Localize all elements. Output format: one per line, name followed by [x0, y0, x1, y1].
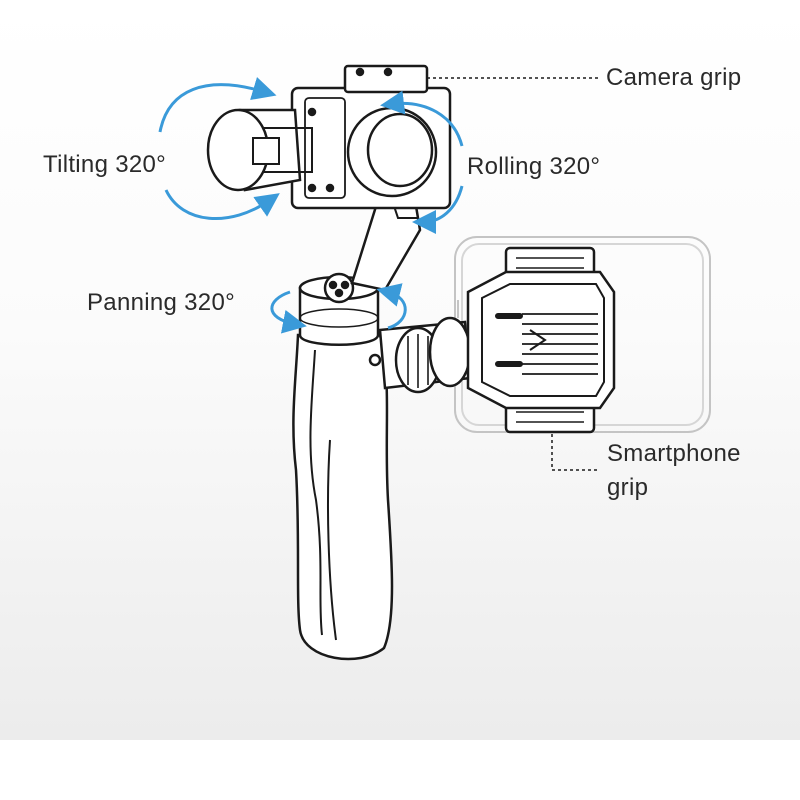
- smartphone-grip-leader: [551, 434, 598, 471]
- smartphone-grip-label-line2: grip: [607, 474, 649, 501]
- roll-arrow-upper-icon: [380, 90, 464, 147]
- pan-arrow-left-icon: [270, 290, 307, 334]
- panning-label: Panning 320°: [87, 289, 235, 316]
- rolling-label: Rolling 320°: [467, 153, 601, 180]
- tilt-arrow-upper-icon: [158, 77, 277, 133]
- tilting-label: Tilting 320°: [43, 151, 167, 178]
- camera-grip-label: Camera grip: [606, 64, 742, 91]
- tilt-arrow-lower-icon: [164, 189, 280, 220]
- rotation-arrows: [158, 77, 464, 334]
- gimbal-handle: [292, 333, 394, 661]
- smartphone-grip-label: Smartphone grip: [607, 437, 741, 505]
- leader-lines: [427, 77, 598, 471]
- gimbal-illustration: [158, 64, 711, 661]
- roll-arrow-lower-icon: [412, 185, 464, 234]
- roll-motor: [346, 106, 438, 198]
- phone-motor: [378, 316, 472, 394]
- tilt-motor: [206, 108, 313, 192]
- pan-arrow-right-icon: [376, 283, 407, 330]
- gimbal-arm: [350, 198, 422, 292]
- smartphone-clamp: [466, 246, 616, 434]
- smartphone-grip-label-line1: Smartphone: [607, 440, 741, 467]
